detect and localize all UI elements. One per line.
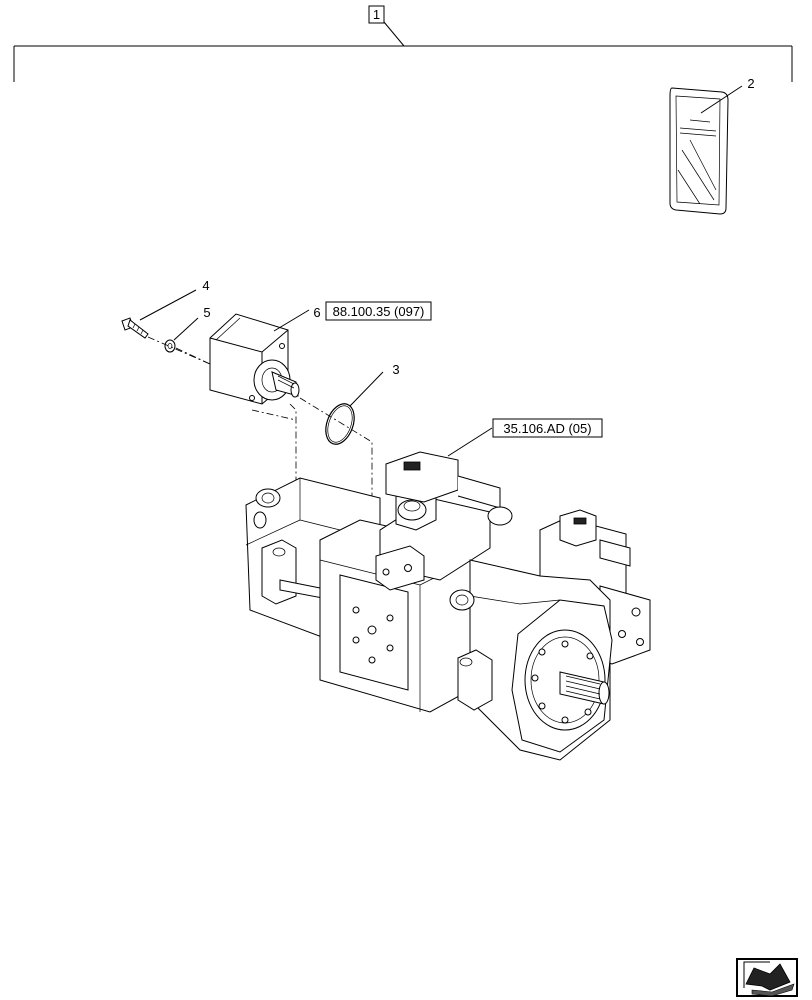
next-page-arrow-icon[interactable]	[736, 958, 798, 997]
o-ring-callout[interactable]: 3	[349, 362, 400, 407]
main-pump-reference-box[interactable]	[492, 418, 603, 438]
pump-section-callout[interactable]: 6 88.100.35 (097)	[273, 301, 432, 332]
o-ring-callout-label: 3	[392, 362, 399, 377]
kit-callout[interactable]: 1	[368, 5, 385, 24]
pump-section-reference-box[interactable]	[325, 301, 432, 321]
main-pump-callout[interactable]: 35.106.AD (05)	[447, 418, 603, 457]
document-callout-label: 2	[747, 76, 754, 91]
main-pump-reference[interactable]: 35.106.AD (05)	[503, 421, 591, 436]
bolt-callout[interactable]: 4	[139, 278, 210, 321]
bolt-callout-label: 4	[202, 278, 209, 293]
pump-section-reference[interactable]: 88.100.35 (097)	[333, 304, 425, 319]
washer-callout[interactable]: 5	[173, 305, 211, 341]
instruction-document[interactable]	[669, 87, 729, 215]
document-callout[interactable]: 2	[700, 76, 755, 114]
o-ring[interactable]	[321, 400, 360, 448]
pump-section-callout-label: 6	[313, 305, 320, 320]
kit-callout-label: 1	[373, 7, 380, 22]
auxiliary-pump-section[interactable]	[209, 313, 300, 405]
washer[interactable]	[164, 339, 176, 353]
bolt[interactable]	[121, 317, 149, 339]
kit-bracket	[13, 21, 793, 82]
main-hydraulic-pump	[245, 451, 651, 761]
washer-callout-label: 5	[203, 305, 210, 320]
